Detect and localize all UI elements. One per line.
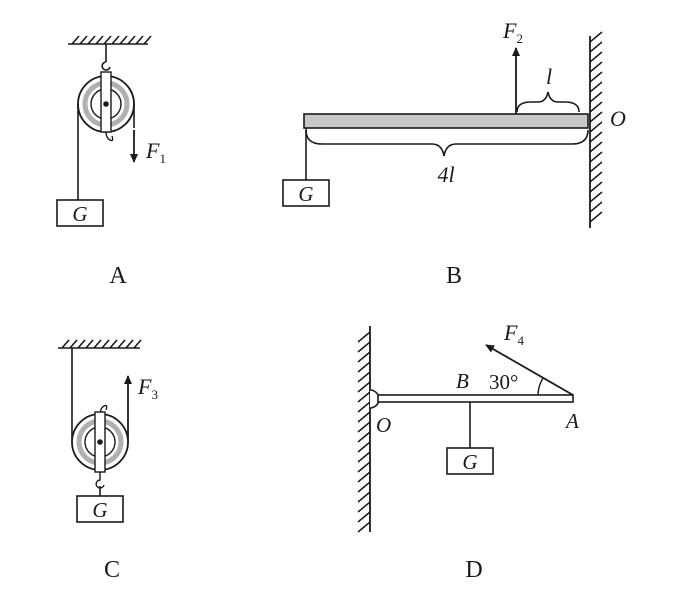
wall-hatch-b: [589, 31, 603, 223]
panel-c: F3 G C: [58, 339, 158, 583]
caption-b: B: [446, 263, 462, 289]
ceiling-hatch-a: [68, 35, 152, 45]
panel-d: O B A F4 30° G D: [357, 320, 579, 583]
pulley-wheel-a: [77, 71, 135, 133]
weight-label-a: G: [72, 202, 87, 226]
weight-box-a: [56, 199, 104, 227]
weight-box-b: [282, 179, 330, 207]
caption-d: D: [465, 557, 482, 583]
weight-box-c: [76, 495, 124, 523]
angle-arc-d: [537, 377, 544, 396]
ceiling-hatch-c: [58, 339, 142, 349]
hook-top-a: [101, 61, 111, 71]
panel-a: F1 G A: [56, 35, 166, 289]
brace-short-b: [516, 91, 580, 113]
length-label-4l: 4l: [437, 162, 454, 187]
force-label-f4: F4: [503, 320, 524, 348]
weight-label-c: G: [92, 498, 107, 522]
force-label-f1: F1: [145, 138, 166, 166]
lever-bar-b: [303, 113, 589, 129]
panel-b: O F2 l 4l G B: [282, 18, 626, 289]
caption-c: C: [104, 557, 120, 583]
weight-label-d: G: [462, 450, 477, 474]
length-label-l: l: [546, 64, 552, 89]
hook-bottom-a: [105, 131, 114, 142]
force-arrow-f4: [485, 344, 574, 396]
hook-bottom-c: [95, 472, 105, 489]
pivot-label-b: O: [610, 106, 626, 131]
weight-box-d: [446, 447, 494, 475]
caption-a: A: [109, 263, 127, 289]
pulley-wheel-c: [71, 411, 129, 473]
point-label-a: A: [564, 409, 579, 433]
point-label-b: B: [456, 369, 469, 393]
angle-label-d: 30°: [489, 370, 518, 394]
pivot-label-d: O: [376, 413, 391, 437]
wall-hatch-d: [357, 331, 371, 533]
force-label-f3: F3: [137, 374, 158, 402]
force-label-f2: F2: [502, 18, 523, 46]
rod-d: [377, 394, 574, 403]
brace-long-b: [305, 129, 589, 157]
weight-label-b: G: [298, 182, 313, 206]
